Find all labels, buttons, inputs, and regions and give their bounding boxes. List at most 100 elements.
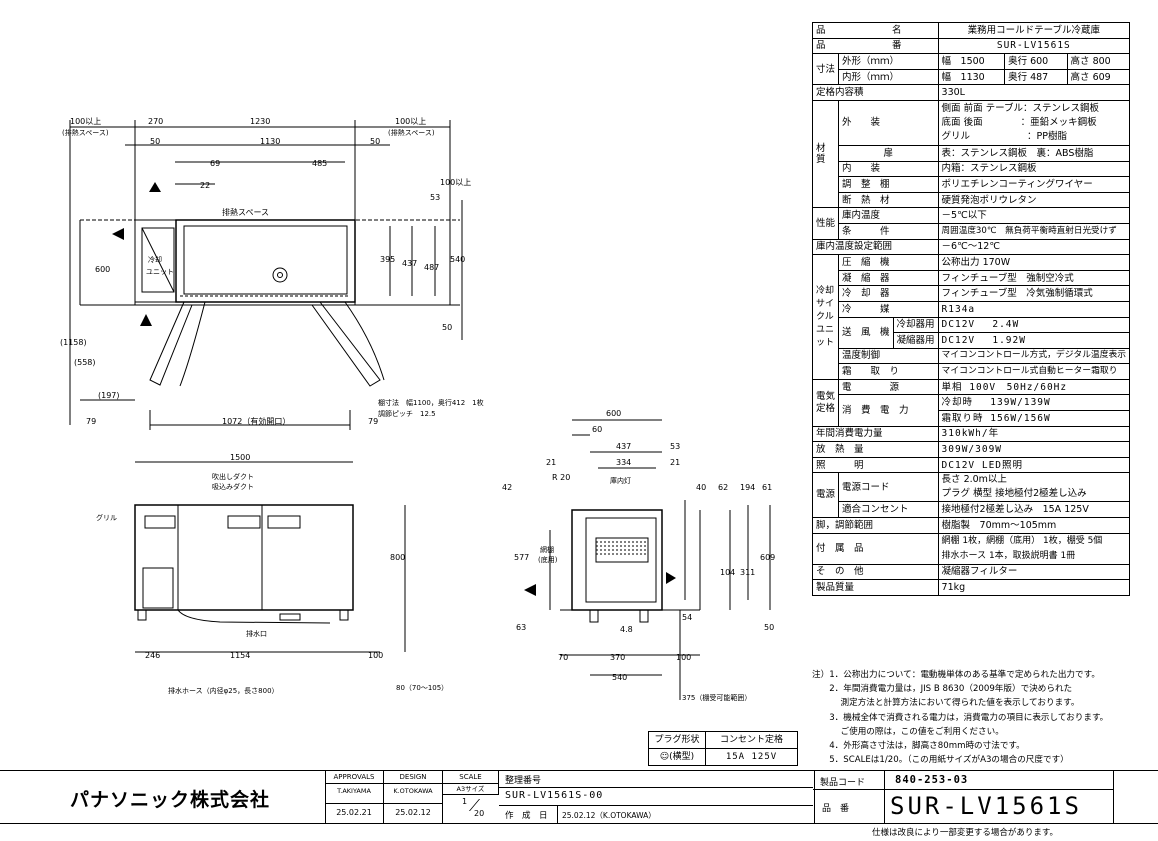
svg-text:577: 577 xyxy=(514,553,529,562)
note-line: 測定方法と計算方法において得られた値を表示しております。 xyxy=(812,698,1080,709)
svg-text:42: 42 xyxy=(502,483,512,492)
svg-text:104: 104 xyxy=(720,568,735,577)
svg-text:63: 63 xyxy=(516,623,526,632)
spec-row-consume-1: 消 費 電 力冷却時 139W/139W xyxy=(813,394,1131,427)
svg-text:540: 540 xyxy=(450,255,465,264)
title-block: パナソニック株式会社 APPROVALS DESIGN SCALE A3サイズ … xyxy=(0,770,1158,824)
svg-text:437: 437 xyxy=(616,442,631,451)
svg-text:棚寸法 幅1100，奥行412 1枚: 棚寸法 幅1100，奥行412 1枚 xyxy=(378,398,484,407)
svg-text:600: 600 xyxy=(606,409,621,418)
note-line: 3．機械全体で消費される電力は，消費電力の項目に表示しております。 xyxy=(812,712,1109,723)
svg-text:600: 600 xyxy=(95,265,110,274)
spec-row-exterior: 材 質外 装側面 前面 テーブル：ステンレス鋼板底面 後面 ：亜鉛メッキ鋼板グリ… xyxy=(811,99,1131,209)
svg-text:62: 62 xyxy=(718,483,728,492)
svg-text:21: 21 xyxy=(670,458,680,467)
model-number: SUR-LV1561S xyxy=(890,792,1082,820)
spec-row-interior: 内 装内箱：ステンレス鋼板 xyxy=(813,160,1131,178)
svg-text:194: 194 xyxy=(740,483,755,492)
svg-text:61: 61 xyxy=(762,483,772,492)
svg-text:79: 79 xyxy=(86,417,96,426)
spec-row-other: そ の 他凝縮器フィルター xyxy=(812,563,1131,581)
note-line: 5．SCALEは1/20。（この用紙サイズがA3の場合の尺度です） xyxy=(812,755,1069,766)
technical-drawing: 100以上 (排熱スペース) 270 1230 100以上 (排熱スペース) 5… xyxy=(60,117,775,702)
svg-text:437: 437 xyxy=(402,259,417,268)
svg-text:79: 79 xyxy=(368,417,378,426)
svg-text:4.8: 4.8 xyxy=(620,625,633,634)
svg-text:54: 54 xyxy=(682,613,692,622)
spec-row-setrange: 庫内温度設定範囲－6℃～12℃ xyxy=(812,238,1131,256)
spec-row-name: 品 名業務用コールドテーブル冷蔵庫 xyxy=(812,22,1131,39)
spec-row-cooler: 冷 却 器フィンチューブ型 冷気強制循環式 xyxy=(813,285,1131,302)
svg-text:(558): (558) xyxy=(74,358,96,367)
svg-text:50: 50 xyxy=(370,137,380,146)
svg-text:冷却: 冷却 xyxy=(148,255,162,264)
spec-row-door: 扉表：ステンレス鋼板 裏：ABS樹脂 xyxy=(813,144,1131,162)
svg-text:246: 246 xyxy=(145,651,160,660)
svg-text:1072（有効開口）: 1072（有効開口） xyxy=(222,416,290,426)
svg-text:(排熱スペース): (排熱スペース) xyxy=(388,128,435,137)
svg-text:609: 609 xyxy=(760,553,775,562)
svg-text:50: 50 xyxy=(764,623,774,632)
svg-text:100: 100 xyxy=(368,651,383,660)
spec-row-compressor: 冷却サイクルユニット圧 縮 機公称出力 170W xyxy=(811,254,1131,380)
note-line: 注）1．公称出力について：電動機単体のある基準で定められた出力です。 xyxy=(812,670,1100,680)
svg-text:311: 311 xyxy=(740,568,755,577)
svg-text:1230: 1230 xyxy=(250,117,270,126)
svg-text:(1158): (1158) xyxy=(60,338,87,347)
svg-text:395: 395 xyxy=(380,255,395,264)
svg-text:485: 485 xyxy=(312,159,327,168)
svg-text:(底用): (底用) xyxy=(538,555,558,564)
svg-text:排水口: 排水口 xyxy=(246,629,267,638)
svg-text:網棚: 網棚 xyxy=(540,545,554,554)
svg-text:21: 21 xyxy=(546,458,556,467)
spec-row-accessories: 付 属 品網棚 1枚，網棚（底用） 1枚，棚受 5個排水ホース 1本，取扱説明書… xyxy=(812,532,1131,565)
note-line: 4．外形高さ寸法は，脚高さ80mm時の寸法です。 xyxy=(812,741,1025,752)
svg-text:40: 40 xyxy=(696,483,706,492)
svg-text:(197): (197) xyxy=(98,391,120,400)
svg-text:吸込みダクト: 吸込みダクト xyxy=(212,482,254,491)
spec-row-temp: 性能庫内温度－5℃以下 xyxy=(811,207,1131,240)
svg-text:334: 334 xyxy=(616,458,631,467)
plug-table: プラグ形状 コンセント定格 ☺(横型) 15A 125V xyxy=(648,731,798,766)
svg-text:53: 53 xyxy=(670,442,680,451)
svg-text:60: 60 xyxy=(592,425,602,434)
company-name: パナソニック株式会社 xyxy=(70,789,271,811)
svg-text:調節ピッチ 12.5: 調節ピッチ 12.5 xyxy=(378,409,436,418)
svg-text:100以上: 100以上 xyxy=(70,117,101,126)
footer-note: 仕様は改良により一部変更する場合があります。 xyxy=(872,828,1058,838)
spec-row-insulation: 断 熱 材硬質発泡ポリウレタン xyxy=(813,191,1131,209)
spec-row-power: 電気定格電 源単相 100V 50Hz/60Hz xyxy=(811,378,1131,427)
svg-text:80（70～105）: 80（70～105） xyxy=(396,684,448,692)
svg-text:50: 50 xyxy=(150,137,160,146)
svg-text:50: 50 xyxy=(442,323,452,332)
svg-text:70: 70 xyxy=(558,653,568,662)
svg-text:庫内灯: 庫内灯 xyxy=(610,476,631,485)
spec-row-defrost: 霜 取 りマイコンコントロール式自動ヒーター霜取り xyxy=(813,363,1131,380)
svg-text:100以上: 100以上 xyxy=(440,178,471,187)
svg-text:375（棚受可能範囲）: 375（棚受可能範囲） xyxy=(682,693,751,702)
svg-text:吹出しダクト: 吹出しダクト xyxy=(212,472,254,481)
svg-text:22: 22 xyxy=(200,181,210,190)
svg-text:487: 487 xyxy=(424,263,439,272)
svg-text:1500: 1500 xyxy=(230,453,250,462)
svg-text:R 20: R 20 xyxy=(552,473,570,482)
spec-row-condenser: 凝 縮 器フィンチューブ型 強制空冷式 xyxy=(813,269,1131,287)
spec-row-condition: 条 件周囲温度30℃ 無負荷平衡時直射日光受けず xyxy=(813,222,1131,240)
svg-text:100以上: 100以上 xyxy=(395,117,426,126)
svg-text:540: 540 xyxy=(612,673,627,682)
svg-text:370: 370 xyxy=(610,653,625,662)
plug-icon: ☺ xyxy=(659,752,670,762)
spec-row-tempctl: 温度制御マイコンコントロール方式，デジタル温度表示 xyxy=(813,347,1131,365)
spec-row-cord: 電源電源コード長さ 2.0m以上プラグ 横型 接地極付2極差し込み xyxy=(811,472,1131,519)
svg-text:69: 69 xyxy=(210,159,220,168)
svg-text:(排熱スペース): (排熱スペース) xyxy=(62,128,109,137)
